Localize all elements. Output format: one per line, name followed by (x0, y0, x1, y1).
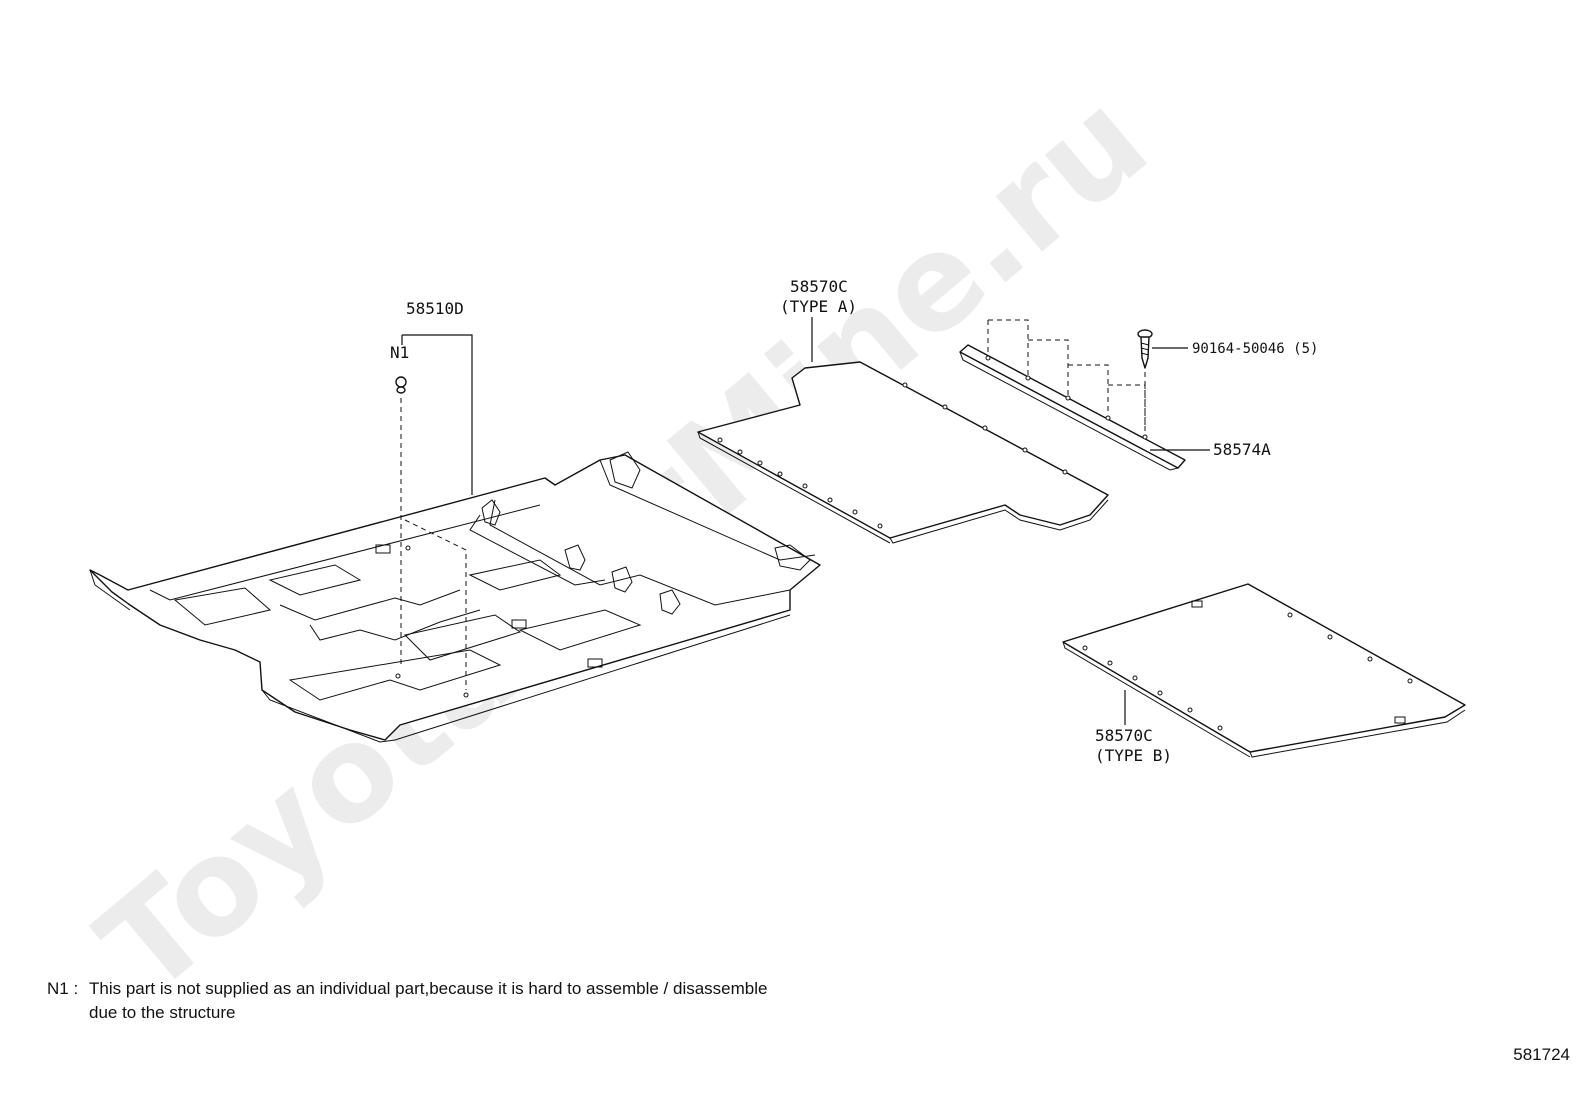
floor-carpet-assembly (89, 451, 821, 743)
screw-icon (1137, 329, 1188, 369)
label-type-b: (TYPE B) (1095, 746, 1172, 765)
label-58510d: 58510D (406, 299, 464, 318)
scuff-plate-58574a (959, 319, 1186, 471)
label-type-a: (TYPE A) (780, 297, 857, 316)
footnote-line2: due to the structure (89, 1003, 236, 1022)
footnote-line1: This part is not supplied as an individu… (89, 979, 768, 998)
label-90164-50046: 90164-50046 (5) (1192, 341, 1318, 357)
footnote-tag: N1 : (47, 979, 79, 998)
floor-mat-type-b (1062, 583, 1466, 758)
diagram-code: 581724 (1513, 1045, 1570, 1064)
floor-mat-type-a (697, 317, 1109, 544)
label-58570c-b: 58570C (1095, 726, 1153, 745)
label-58570c-a: 58570C (790, 277, 848, 296)
carpet-leaders (395, 334, 473, 690)
label-58574a: 58574A (1213, 440, 1271, 459)
label-n1: N1 (390, 343, 409, 362)
footnote: N1 : This part is not supplied as an indi… (47, 977, 947, 1025)
